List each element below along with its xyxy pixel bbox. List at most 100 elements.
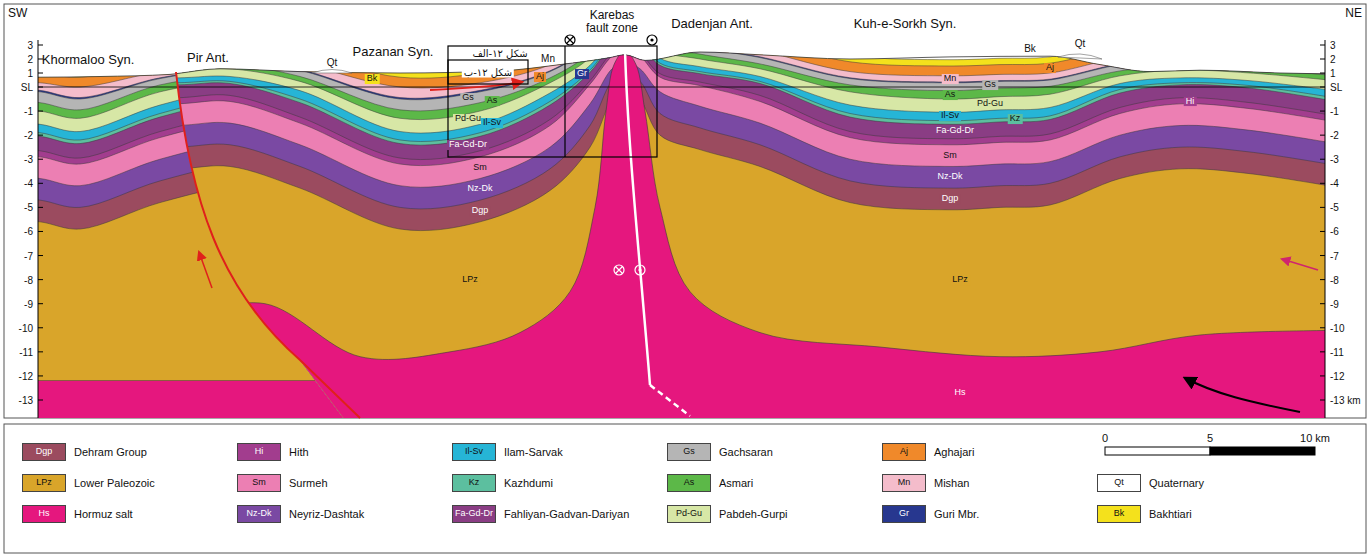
formation-label: Fa-Gd-Dr — [447, 140, 489, 150]
formation-label: Il-Sv — [481, 118, 503, 128]
depth-tick-label: 1 — [1330, 68, 1336, 79]
depth-tick-label: -1 — [1330, 106, 1339, 117]
section-ground — [38, 0, 1325, 418]
legend-swatch: LPz — [22, 474, 66, 492]
strike-slip-symbol — [565, 35, 575, 45]
structure-name: Kuh-e-Sorkh Syn. — [854, 17, 957, 31]
legend-label: Hormuz salt — [74, 508, 133, 520]
depth-tick-label: 2 — [1330, 54, 1336, 65]
depth-tick — [38, 207, 43, 208]
formation-label: Aj — [534, 72, 546, 82]
depth-tick — [38, 135, 43, 136]
depth-tick-label: -6 — [1330, 226, 1339, 237]
detachment-arrow — [1282, 259, 1318, 270]
legend-label: Guri Mbr. — [934, 508, 979, 520]
formation-label: Nz-Dk — [936, 172, 965, 182]
legend-label: Hith — [289, 446, 309, 458]
depth-tick-label: 3 — [27, 40, 33, 51]
figure-reference: شکل ۱۲-ب — [462, 67, 514, 78]
depth-tick-label: -8 — [1330, 274, 1339, 285]
depth-tick-label: 3 — [1330, 40, 1336, 51]
legend-swatch: Qt — [1097, 474, 1141, 492]
legend-label: Fahliyan-Gadvan-Dariyan — [504, 508, 629, 520]
legend-label: Ilam-Sarvak — [504, 446, 563, 458]
formation-label: Dgp — [470, 206, 491, 216]
legend-swatch: As — [667, 474, 711, 492]
topography-line — [38, 52, 1325, 77]
depth-tick-label: -7 — [1330, 250, 1339, 261]
direction-label: SW — [8, 7, 27, 20]
depth-tick-label: -2 — [1330, 130, 1339, 141]
scale-bar-white — [1105, 447, 1210, 455]
formation-label: LPz — [950, 275, 970, 285]
pazanan-thrust — [430, 82, 522, 90]
figure-box — [448, 46, 657, 157]
scale-label: 5 — [1207, 432, 1213, 444]
depth-tick — [38, 159, 43, 160]
depth-tick-label: -3 — [24, 154, 33, 165]
depth-tick — [1320, 135, 1325, 136]
legend-swatch: Il-Sv — [452, 443, 496, 461]
depth-tick — [38, 400, 43, 401]
depth-tick — [1320, 207, 1325, 208]
strike-slip-dot — [638, 268, 641, 271]
legend-label: Bakhtiari — [1149, 508, 1192, 520]
depth-tick — [1320, 73, 1325, 74]
legend-swatch: Fa-Gd-Dr — [452, 505, 496, 523]
pir-thrust-fault — [176, 72, 360, 418]
depth-tick — [38, 351, 43, 352]
strike-slip-symbol — [647, 35, 657, 45]
legend-code: As — [684, 478, 695, 488]
legend-label: Quaternary — [1149, 477, 1204, 489]
legend-label: Mishan — [934, 477, 969, 489]
formation-label: As — [943, 90, 958, 100]
formation-label: Il-Sv — [939, 112, 961, 122]
depth-tick-label: -8 — [24, 274, 33, 285]
formation-label: Qt — [1075, 38, 1086, 49]
legend-swatch: Gs — [667, 443, 711, 461]
direction-label: NE — [1345, 7, 1362, 20]
legend-label: Pabdeh-Gurpi — [719, 508, 788, 520]
strike-slip-dot — [650, 38, 653, 41]
depth-tick-label: -4 — [24, 178, 33, 189]
depth-tick-label: -11 — [1330, 346, 1344, 357]
legend-code: Sm — [252, 478, 266, 488]
depth-tick — [1320, 159, 1325, 160]
depth-tick-label: -2 — [24, 130, 33, 141]
legend-label: Aghajari — [934, 446, 974, 458]
legend-swatch: Bk — [1097, 505, 1141, 523]
depth-tick — [1320, 255, 1325, 256]
depth-tick-label: -10 — [19, 322, 33, 333]
scale-bar-black — [1210, 447, 1315, 455]
depth-tick — [1320, 327, 1325, 328]
legend-code: LPz — [36, 478, 52, 488]
legend-label: Surmeh — [289, 477, 328, 489]
karebas-fault — [625, 50, 650, 385]
formation-label: Gs — [460, 93, 476, 103]
formation-label: Nz-Dk — [466, 184, 495, 194]
salt-body — [180, 51, 1325, 418]
formation-label: Fa-Gd-Dr — [934, 126, 976, 136]
legend-code: Aj — [900, 447, 908, 457]
figure-box — [448, 60, 528, 84]
legend-label: Dehram Group — [74, 446, 147, 458]
legend-swatch: Pd-Gu — [667, 505, 711, 523]
depth-tick — [38, 73, 43, 74]
legend-swatch: Gr — [882, 505, 926, 523]
depth-tick — [38, 303, 43, 304]
quaternary-patch — [1058, 54, 1102, 59]
depth-tick — [1320, 111, 1325, 112]
scale-label: 10 km — [1300, 432, 1330, 444]
depth-tick — [1320, 59, 1325, 60]
formation-label: Kz — [1008, 114, 1023, 124]
structure-name: Khormaloo Syn. — [42, 53, 135, 67]
depth-tick-label: -3 — [1330, 154, 1339, 165]
depth-tick — [38, 279, 43, 280]
formation-label: Bk — [1024, 43, 1036, 54]
legend-swatch: Dgp — [22, 443, 66, 461]
legend-code: Nz-Dk — [247, 509, 272, 519]
formation-label: Pd-Gu — [975, 99, 1005, 109]
formation-label: Aj — [1044, 63, 1056, 73]
formation-label: Sm — [471, 163, 489, 173]
depth-tick-label: -9 — [1330, 298, 1339, 309]
